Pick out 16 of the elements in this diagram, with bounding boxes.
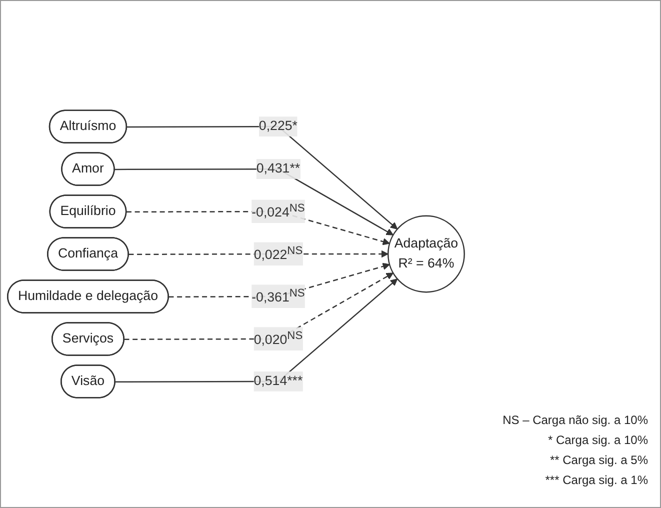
- edge-label: 0,514***: [254, 374, 303, 388]
- arrow: [115, 278, 398, 382]
- edge-label: 0,022$^{NS}$: [254, 244, 303, 262]
- legend-note: ** Carga sig. a 5%: [548, 453, 648, 467]
- legend-note: * Carga sig. a 10%: [546, 433, 648, 447]
- arrow: [124, 272, 394, 340]
- edge-label: -0,024$^{NS}$: [252, 201, 305, 220]
- edge-label: 0,431**: [256, 162, 300, 176]
- node-circle: Adaptação R² = 64%: [387, 215, 465, 293]
- edge-label: 0,020$^{NS}$: [254, 328, 303, 348]
- arrow: [126, 126, 398, 230]
- legend-note: *** Carga sig. a 1%: [544, 473, 648, 487]
- arrow: [114, 168, 394, 236]
- edge-label: -0,361$^{NS}$: [252, 286, 305, 305]
- edge-label: 0,225*: [258, 119, 298, 134]
- legend-note: NS – Carga não sig. a 10%: [502, 413, 648, 427]
